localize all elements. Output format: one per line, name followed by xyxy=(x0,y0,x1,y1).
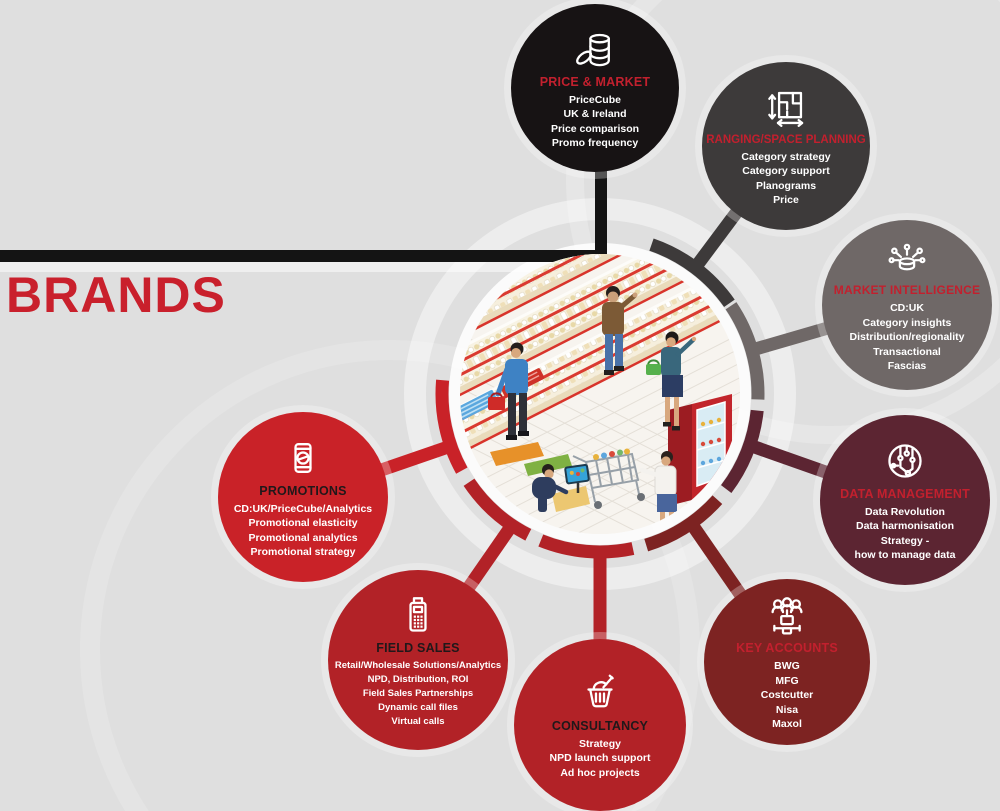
people-group-icon xyxy=(764,592,810,638)
node-consultancy: CONSULTANCY Strategy NPD launch support … xyxy=(514,639,686,811)
background-swoosh xyxy=(80,340,700,811)
node-item: Price xyxy=(773,194,799,206)
node-ranging-space-planning: RANGING/SPACE PLANNING Category strategy… xyxy=(702,62,870,230)
node-item: Promotional elasticity xyxy=(248,517,358,529)
node-item: Category insights xyxy=(862,316,952,329)
node-promotions: PROMOTIONS CD:UK/PriceCube/Analytics Pro… xyxy=(218,412,388,582)
node-title: PROMOTIONS xyxy=(259,483,347,498)
node-item: BWG xyxy=(774,660,800,673)
node-item: Strategy - xyxy=(880,534,930,547)
basket-icon xyxy=(577,670,623,716)
node-item: Field Sales Partnerships xyxy=(362,687,474,699)
node-item: NPD, Distribution, ROI xyxy=(367,673,469,685)
shopper-brown-jacket xyxy=(602,286,638,375)
node-item: Transactional xyxy=(873,345,941,358)
node-item: Data Revolution xyxy=(865,505,945,518)
line-highlight xyxy=(0,262,600,272)
node-item: Promo frequency xyxy=(551,137,639,149)
field-sales-arc xyxy=(463,478,532,541)
node-item: Promotional analytics xyxy=(248,531,358,544)
node-item: Ad hoc projects xyxy=(560,766,640,779)
node-title: PRICE & MARKET xyxy=(539,74,651,89)
node-item: Category strategy xyxy=(741,150,831,163)
key-accounts-arc xyxy=(644,495,723,552)
circuit-icon xyxy=(882,438,928,484)
node-item: Strategy xyxy=(578,737,621,750)
node-title: DATA MANAGEMENT xyxy=(840,486,970,501)
page-title: BRANDS xyxy=(6,267,226,323)
node-item: Nisa xyxy=(775,703,799,716)
node-title: FIELD SALES xyxy=(376,640,460,655)
node-item: Fascias xyxy=(887,360,927,373)
node-item: Price comparison xyxy=(550,122,640,135)
node-title: MARKET INTELLIGENCE xyxy=(833,283,981,298)
data-network-icon xyxy=(885,236,929,280)
node-item: Category support xyxy=(742,165,830,177)
floor-grid xyxy=(460,293,740,534)
node-item: Costcutter xyxy=(760,689,814,702)
supermarket-scene xyxy=(460,254,740,534)
consultancy-arc xyxy=(538,534,635,559)
store-illustration xyxy=(460,254,740,534)
shopper-blue-tee xyxy=(488,342,529,440)
card-terminal-icon xyxy=(395,592,441,638)
node-item: MFG xyxy=(775,674,799,687)
market-intelligence-arc xyxy=(725,302,765,400)
node-item: Maxol xyxy=(772,718,802,731)
promotions-arc xyxy=(435,379,468,474)
shopper-white-top xyxy=(639,451,677,531)
drink-can-icon xyxy=(280,435,326,481)
node-title: RANGING/SPACE PLANNING xyxy=(706,133,866,146)
shopper-crouching-kiosk xyxy=(532,463,590,512)
coins-icon xyxy=(572,26,618,72)
node-item: Data harmonisation xyxy=(855,520,955,532)
ranging-arc xyxy=(649,238,735,308)
shopper-teal-woman xyxy=(646,331,697,431)
node-item: how to manage data xyxy=(854,549,956,561)
node-item: Distribution/regionality xyxy=(849,331,965,344)
node-item: Dynamic call files xyxy=(378,701,458,713)
node-title: CONSULTANCY xyxy=(551,718,649,733)
node-item: CD:UK xyxy=(890,302,924,315)
shopping-cart xyxy=(572,448,645,509)
background-swoosh xyxy=(566,0,1000,444)
data-management-arc xyxy=(720,409,764,494)
node-item: NPD launch support xyxy=(549,752,651,765)
node-key-accounts: KEY ACCOUNTS BWG MFG Costcutter Nisa Max… xyxy=(704,579,870,745)
node-item: Retail/Wholesale Solutions/Analytics xyxy=(334,659,502,671)
node-field-sales: FIELD SALES Retail/Wholesale Solutions/A… xyxy=(328,570,508,750)
node-market-intelligence: MARKET INTELLIGENCE CD:UK Category insig… xyxy=(822,220,992,390)
node-item: PriceCube xyxy=(569,93,621,106)
node-item: UK & Ireland xyxy=(563,108,627,120)
node-item: Virtual calls xyxy=(391,715,445,727)
node-item: Promotional strategy xyxy=(250,546,356,558)
node-item: CD:UK/PriceCube/Analytics xyxy=(233,502,373,515)
node-item: Planograms xyxy=(755,179,817,192)
planogram-icon xyxy=(763,85,809,131)
node-data-management: DATA MANAGEMENT Data Revolution Data har… xyxy=(820,415,990,585)
node-price-market: PRICE & MARKET PriceCube UK & Ireland Pr… xyxy=(511,4,679,172)
node-title: KEY ACCOUNTS xyxy=(736,641,838,656)
orange-produce-bin xyxy=(490,442,544,466)
